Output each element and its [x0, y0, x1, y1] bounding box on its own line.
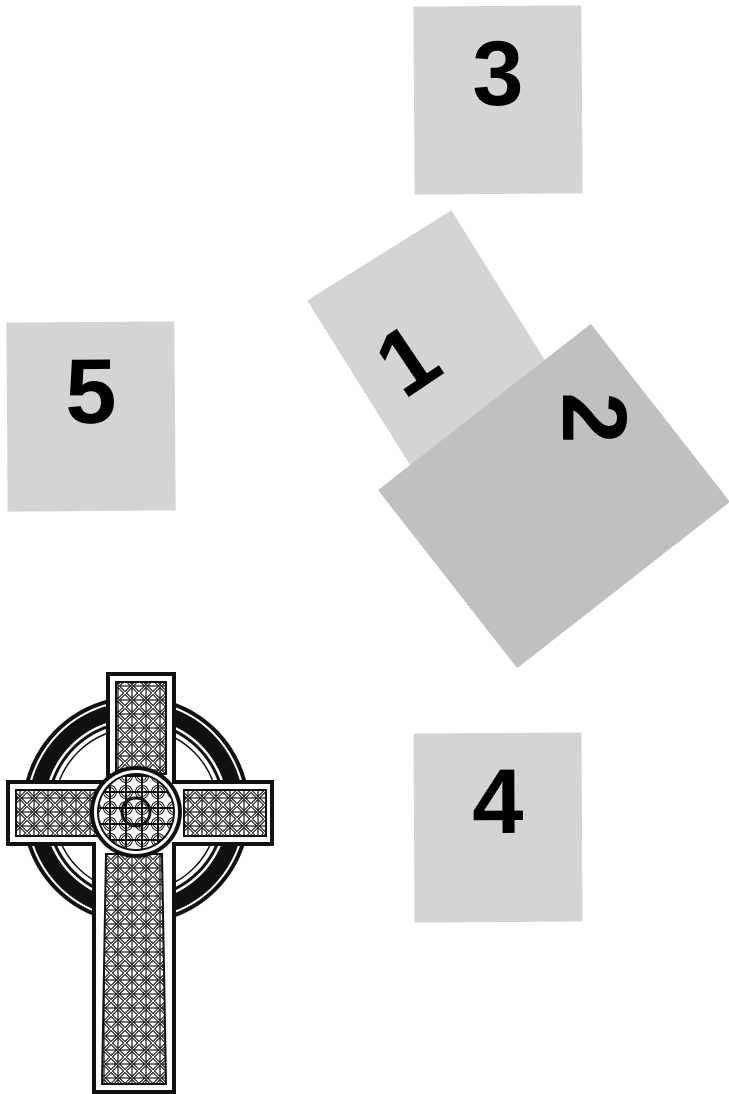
- card-3[interactable]: 3: [413, 5, 582, 194]
- celtic-cross-icon[interactable]: [6, 672, 276, 1094]
- card-4-label: 4: [472, 756, 524, 848]
- card-5-label: 5: [65, 346, 117, 438]
- card-4[interactable]: 4: [414, 733, 583, 923]
- card-3-label: 3: [472, 28, 524, 120]
- card-5[interactable]: 5: [6, 321, 175, 511]
- card-2-label: 2: [548, 392, 640, 443]
- card-1-label: 1: [361, 308, 455, 413]
